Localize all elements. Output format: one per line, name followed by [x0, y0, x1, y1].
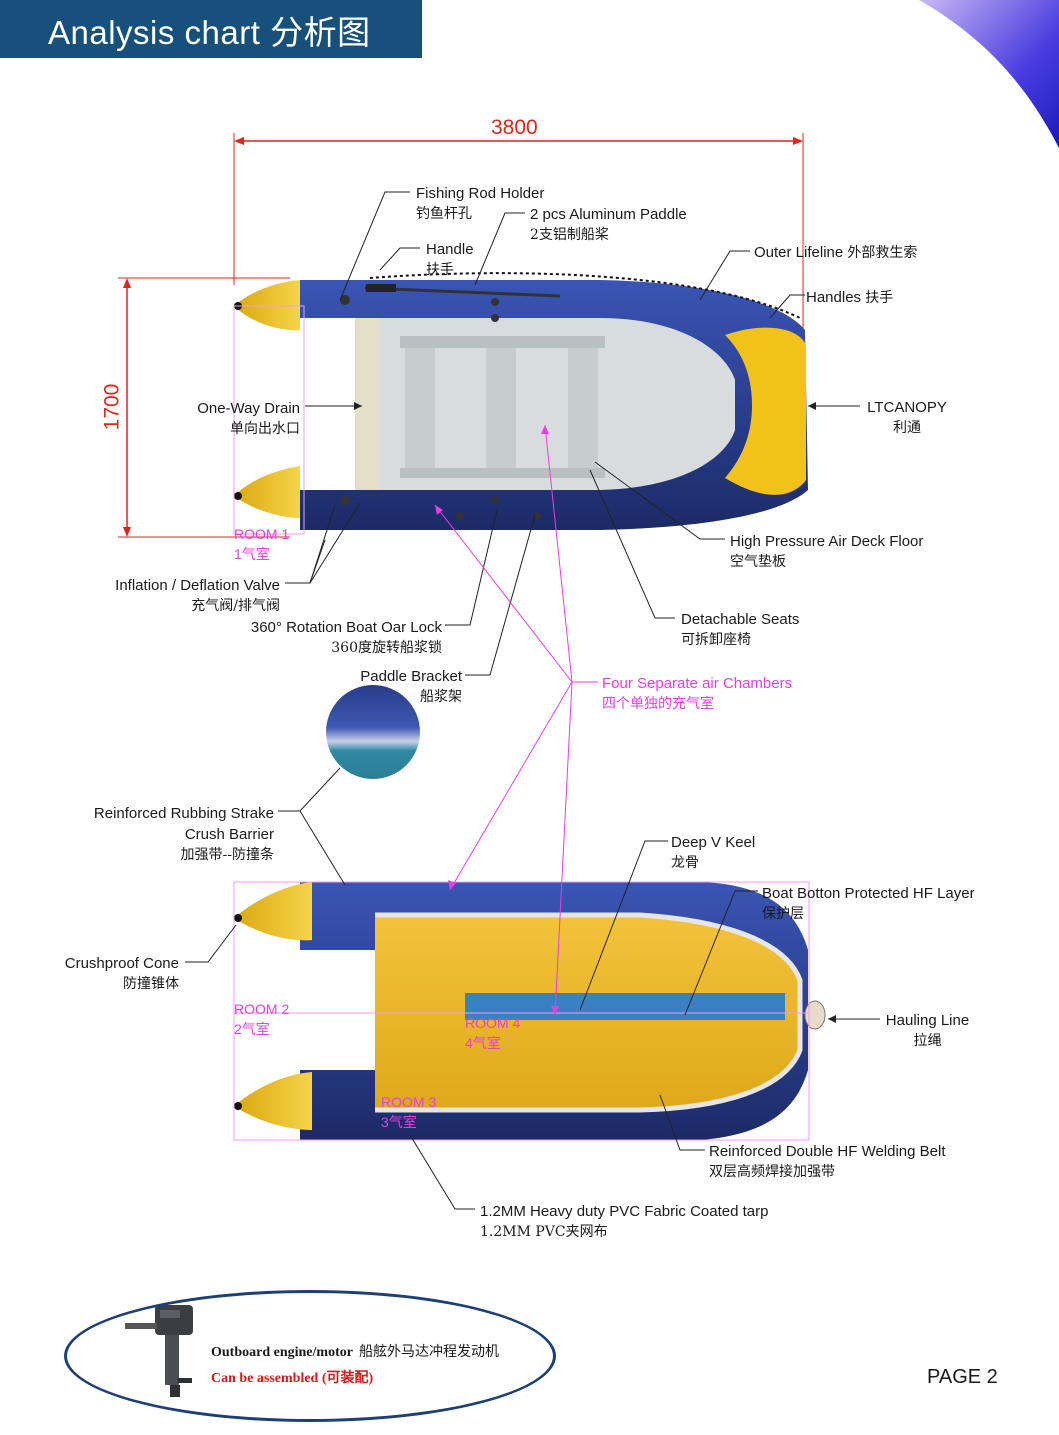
page-number: PAGE 2 [927, 1366, 998, 1388]
dimension-length [233, 133, 804, 330]
label-handles: Handles 扶手 [806, 289, 894, 306]
chamber-leaders [434, 424, 598, 1016]
dimension-width [118, 277, 290, 538]
corner-swoosh-decoration [919, 0, 1059, 148]
chamber-arrowheads [435, 425, 559, 1015]
boat-bottom-view [234, 882, 826, 1140]
room-outlines [233, 305, 810, 1141]
engine-oval-frame [64, 1290, 556, 1422]
boat-top-view [234, 272, 808, 530]
length-dimension-label: 3800 [491, 116, 538, 139]
callout-leaders [185, 191, 880, 1210]
page-title: Analysis chart 分析图 [48, 14, 371, 51]
header-bar: Analysis chart 分析图 [0, 0, 422, 58]
engine-assembled-note: Can be assembled (可装配) [211, 1371, 374, 1386]
label-outer-lifeline: Outer Lifeline 外部救生索 [754, 244, 918, 261]
callout-arrowheads [354, 402, 836, 1023]
strake-closeup-swatch [326, 685, 420, 779]
width-dimension-label: 1700 [100, 383, 124, 431]
